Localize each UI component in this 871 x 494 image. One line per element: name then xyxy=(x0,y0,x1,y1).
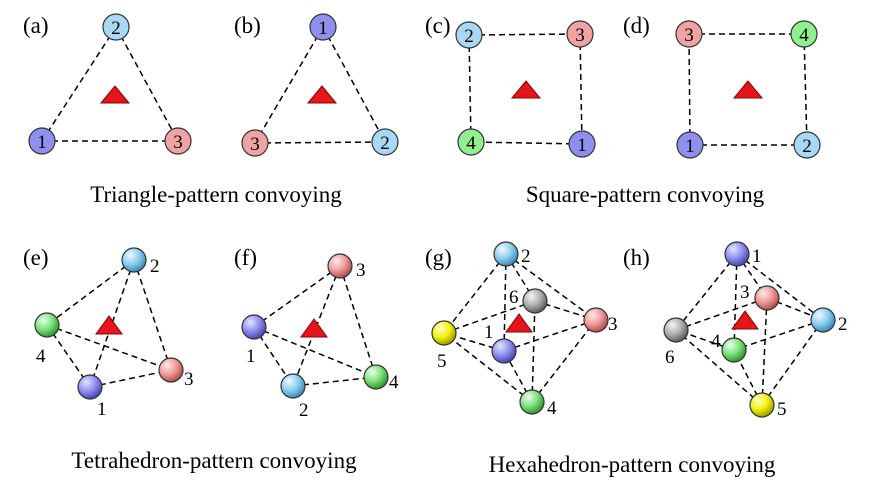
node-3 xyxy=(164,127,192,155)
caption-square: Square-pattern convoying xyxy=(526,182,765,207)
panel-a-triangle-formation: 2 1 3 xyxy=(28,13,192,155)
node-1 xyxy=(77,374,103,400)
node-label: 1 xyxy=(318,18,328,39)
node-1 xyxy=(568,130,596,158)
node-4 xyxy=(721,337,747,363)
panel-f-tetrahedron-formation: 3 1 2 4 xyxy=(241,253,399,421)
node-label: 4 xyxy=(389,372,399,393)
node-label: 5 xyxy=(437,351,447,372)
panel-label-c: (c) xyxy=(425,13,451,38)
node-label: 1 xyxy=(246,346,256,367)
node-label: 1 xyxy=(752,246,762,267)
node-2 xyxy=(810,307,836,333)
node-3 xyxy=(327,253,353,279)
node-label: 4 xyxy=(466,133,476,154)
node-label: 4 xyxy=(36,346,46,367)
node-label: 6 xyxy=(665,347,675,368)
panel-label-e: (e) xyxy=(23,245,49,270)
node-2 xyxy=(793,131,821,159)
node-5 xyxy=(749,392,775,418)
node-4 xyxy=(363,364,389,390)
node-5 xyxy=(431,320,457,346)
panel-d-square-formation: 3 4 1 2 xyxy=(675,20,821,159)
node-label: 2 xyxy=(111,18,121,39)
node-label: 5 xyxy=(777,399,787,420)
node-label: 2 xyxy=(464,26,474,47)
panel-label-f: (f) xyxy=(234,245,257,270)
node-1 xyxy=(309,13,337,41)
node-label: 3 xyxy=(356,260,366,281)
node-2 xyxy=(121,247,147,273)
target-triangle-icon xyxy=(95,315,123,335)
node-1 xyxy=(724,241,750,267)
node-label: 1 xyxy=(577,135,587,156)
node-2 xyxy=(102,13,130,41)
panel-g-hexahedron-formation: 2 6 3 5 1 4 xyxy=(431,241,618,419)
caption-hexahedron: Hexahedron-pattern convoying xyxy=(489,452,776,477)
panel-c-square-formation: 2 3 4 1 xyxy=(455,20,596,158)
node-label: 2 xyxy=(838,314,848,335)
node-label: 3 xyxy=(173,132,183,153)
node-3 xyxy=(241,129,269,157)
target-triangle-icon xyxy=(505,313,533,333)
panel-label-h: (h) xyxy=(623,245,650,270)
target-triangle-icon xyxy=(300,318,328,338)
node-label: 2 xyxy=(150,256,160,277)
node-1 xyxy=(491,338,517,364)
panel-e-tetrahedron-formation: 2 4 1 3 xyxy=(34,247,194,420)
panel-label-d: (d) xyxy=(623,13,650,38)
caption-triangle: Triangle-pattern convoying xyxy=(90,182,342,207)
node-6 xyxy=(522,288,548,314)
target-triangle-icon xyxy=(306,85,338,104)
panel-label-g: (g) xyxy=(425,245,452,270)
node-label: 3 xyxy=(575,25,585,46)
node-2 xyxy=(493,241,519,267)
node-3 xyxy=(754,285,780,311)
node-4 xyxy=(457,128,485,156)
panel-label-a: (a) xyxy=(23,13,49,38)
node-2 xyxy=(455,21,483,49)
node-4 xyxy=(519,389,545,415)
node-label: 2 xyxy=(380,133,390,154)
node-1 xyxy=(241,314,267,340)
node-label: 1 xyxy=(484,322,494,343)
node-label: 2 xyxy=(802,136,812,157)
panel-b-triangle-formation: 1 3 2 xyxy=(241,13,399,157)
node-label: 6 xyxy=(509,287,519,308)
panel-label-b: (b) xyxy=(234,13,261,38)
node-label: 1 xyxy=(685,136,695,157)
node-label: 3 xyxy=(684,25,694,46)
node-4 xyxy=(34,312,60,338)
target-triangle-icon xyxy=(732,80,764,99)
node-label: 3 xyxy=(740,282,750,303)
node-label: 3 xyxy=(250,134,260,155)
target-triangle-icon xyxy=(510,80,542,99)
node-label: 4 xyxy=(711,331,721,352)
node-1 xyxy=(676,131,704,159)
node-label: 4 xyxy=(799,25,809,46)
node-6 xyxy=(663,317,689,343)
node-3 xyxy=(675,20,703,48)
node-label: 1 xyxy=(97,399,107,420)
node-label: 2 xyxy=(521,246,531,267)
node-2 xyxy=(371,128,399,156)
node-label: 1 xyxy=(37,132,47,153)
node-3 xyxy=(566,20,594,48)
caption-tetrahedron: Tetrahedron-pattern convoying xyxy=(71,448,357,473)
node-2 xyxy=(280,373,306,399)
node-3 xyxy=(583,307,609,333)
node-1 xyxy=(28,127,56,155)
panel-h-hexahedron-formation: 1 3 2 6 4 5 xyxy=(663,241,848,420)
node-3 xyxy=(158,357,184,383)
node-label: 2 xyxy=(299,400,309,421)
node-label: 3 xyxy=(184,369,194,390)
target-triangle-icon xyxy=(99,85,131,104)
node-4 xyxy=(790,20,818,48)
node-label: 4 xyxy=(547,398,557,419)
target-triangle-icon xyxy=(731,310,759,330)
node-label: 3 xyxy=(608,314,618,335)
